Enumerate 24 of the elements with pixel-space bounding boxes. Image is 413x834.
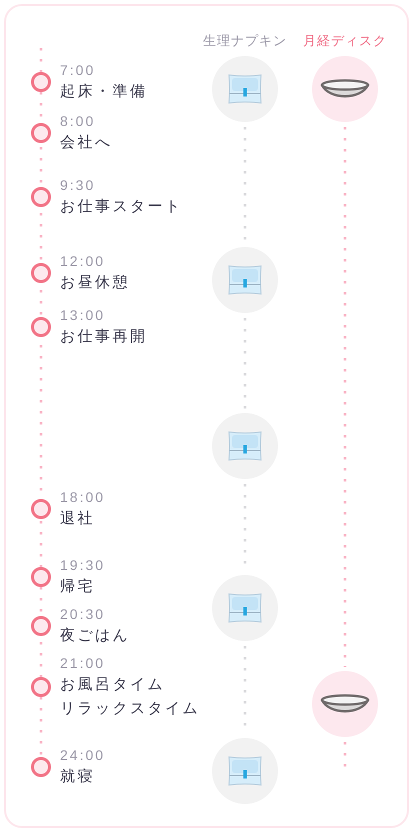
- activity-label: お仕事再開: [60, 327, 148, 347]
- activity-label: お昼休憩: [60, 273, 130, 293]
- activity-label: 夜ごはん: [60, 626, 130, 646]
- activity-label: 会社へ: [60, 133, 112, 153]
- dotted-connector: [344, 742, 346, 768]
- column-header: 月経ディスク: [302, 32, 388, 50]
- activity-label: リラックスタイム: [60, 699, 200, 719]
- time-label: 8:00: [60, 112, 96, 131]
- activity-label: 退社: [60, 509, 96, 529]
- column-header: 生理ナプキン: [202, 32, 288, 50]
- activity-label: 起床・準備: [60, 82, 148, 102]
- time-label: 21:00: [60, 654, 106, 673]
- time-label: 18:00: [60, 488, 106, 507]
- activity-label: お仕事スタート: [60, 197, 182, 217]
- activity-label: お風呂タイム: [60, 675, 166, 695]
- time-label: 24:00: [60, 746, 106, 765]
- activity-label: 帰宅: [60, 577, 96, 597]
- time-label: 13:00: [60, 306, 106, 325]
- activity-label: 就寝: [60, 767, 96, 787]
- time-label: 7:00: [60, 61, 96, 80]
- time-label: 20:30: [60, 605, 106, 624]
- time-label: 9:30: [60, 176, 96, 195]
- time-label: 12:00: [60, 252, 106, 271]
- time-label: 19:30: [60, 556, 106, 575]
